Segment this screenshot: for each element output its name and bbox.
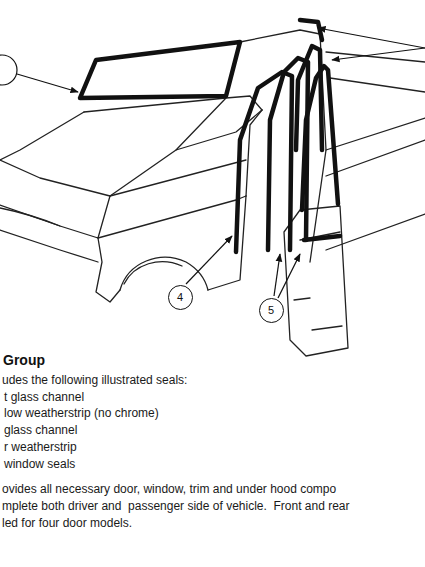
list-item: udes the following illustrated seals: — [2, 373, 187, 387]
leader-line — [278, 254, 300, 298]
rear-window-seal — [300, 20, 322, 40]
leader-line — [186, 236, 232, 284]
door-window-channel — [302, 66, 338, 210]
list-item: r weatherstrip — [4, 440, 77, 454]
callout-circle — [0, 55, 17, 85]
cab-pillar — [246, 110, 262, 196]
fender-crease — [110, 160, 246, 196]
bumper-line — [0, 230, 98, 262]
body-text: led for four door models. — [2, 516, 132, 530]
open-door — [284, 206, 348, 356]
body-side-line — [98, 196, 246, 238]
list-item: low weatherstrip (no chrome) — [4, 406, 159, 420]
body-text: ovides all necessary door, window, trim … — [2, 482, 336, 496]
leader-line — [17, 74, 78, 92]
heading: Group — [3, 352, 45, 369]
wheel-arch-inner — [124, 262, 182, 284]
bed-inner-rail — [330, 78, 425, 92]
leader-line — [332, 48, 425, 60]
hood-outline — [0, 98, 226, 196]
front-bumper — [96, 238, 120, 302]
callout-number: 5 — [259, 298, 284, 323]
wheel-arch — [120, 257, 208, 290]
bed-crease — [326, 140, 425, 176]
inner-window-seal — [304, 236, 340, 240]
door-handle — [294, 298, 310, 300]
body-text: mplete both driver and passenger side of… — [2, 499, 350, 513]
callout-number: 5 — [268, 305, 274, 316]
list-item: t glass channel — [4, 390, 84, 404]
callout-number: 4 — [177, 292, 183, 303]
list-item: window seals — [4, 457, 75, 471]
leader-line — [274, 254, 280, 296]
front-face — [0, 196, 110, 238]
leader-line — [318, 28, 425, 48]
door-lower-line — [312, 326, 342, 330]
windshield-weatherstrip — [80, 42, 240, 98]
fender-rear — [208, 196, 246, 290]
roof-line — [240, 30, 320, 42]
callout-number: 4 — [168, 285, 193, 310]
door-frame-seal — [268, 58, 308, 250]
grille-line — [0, 208, 60, 226]
list-item: glass channel — [4, 423, 77, 437]
door-weatherstrip — [236, 72, 292, 252]
hood-edge — [0, 112, 84, 160]
bed-top-rail — [326, 52, 425, 62]
